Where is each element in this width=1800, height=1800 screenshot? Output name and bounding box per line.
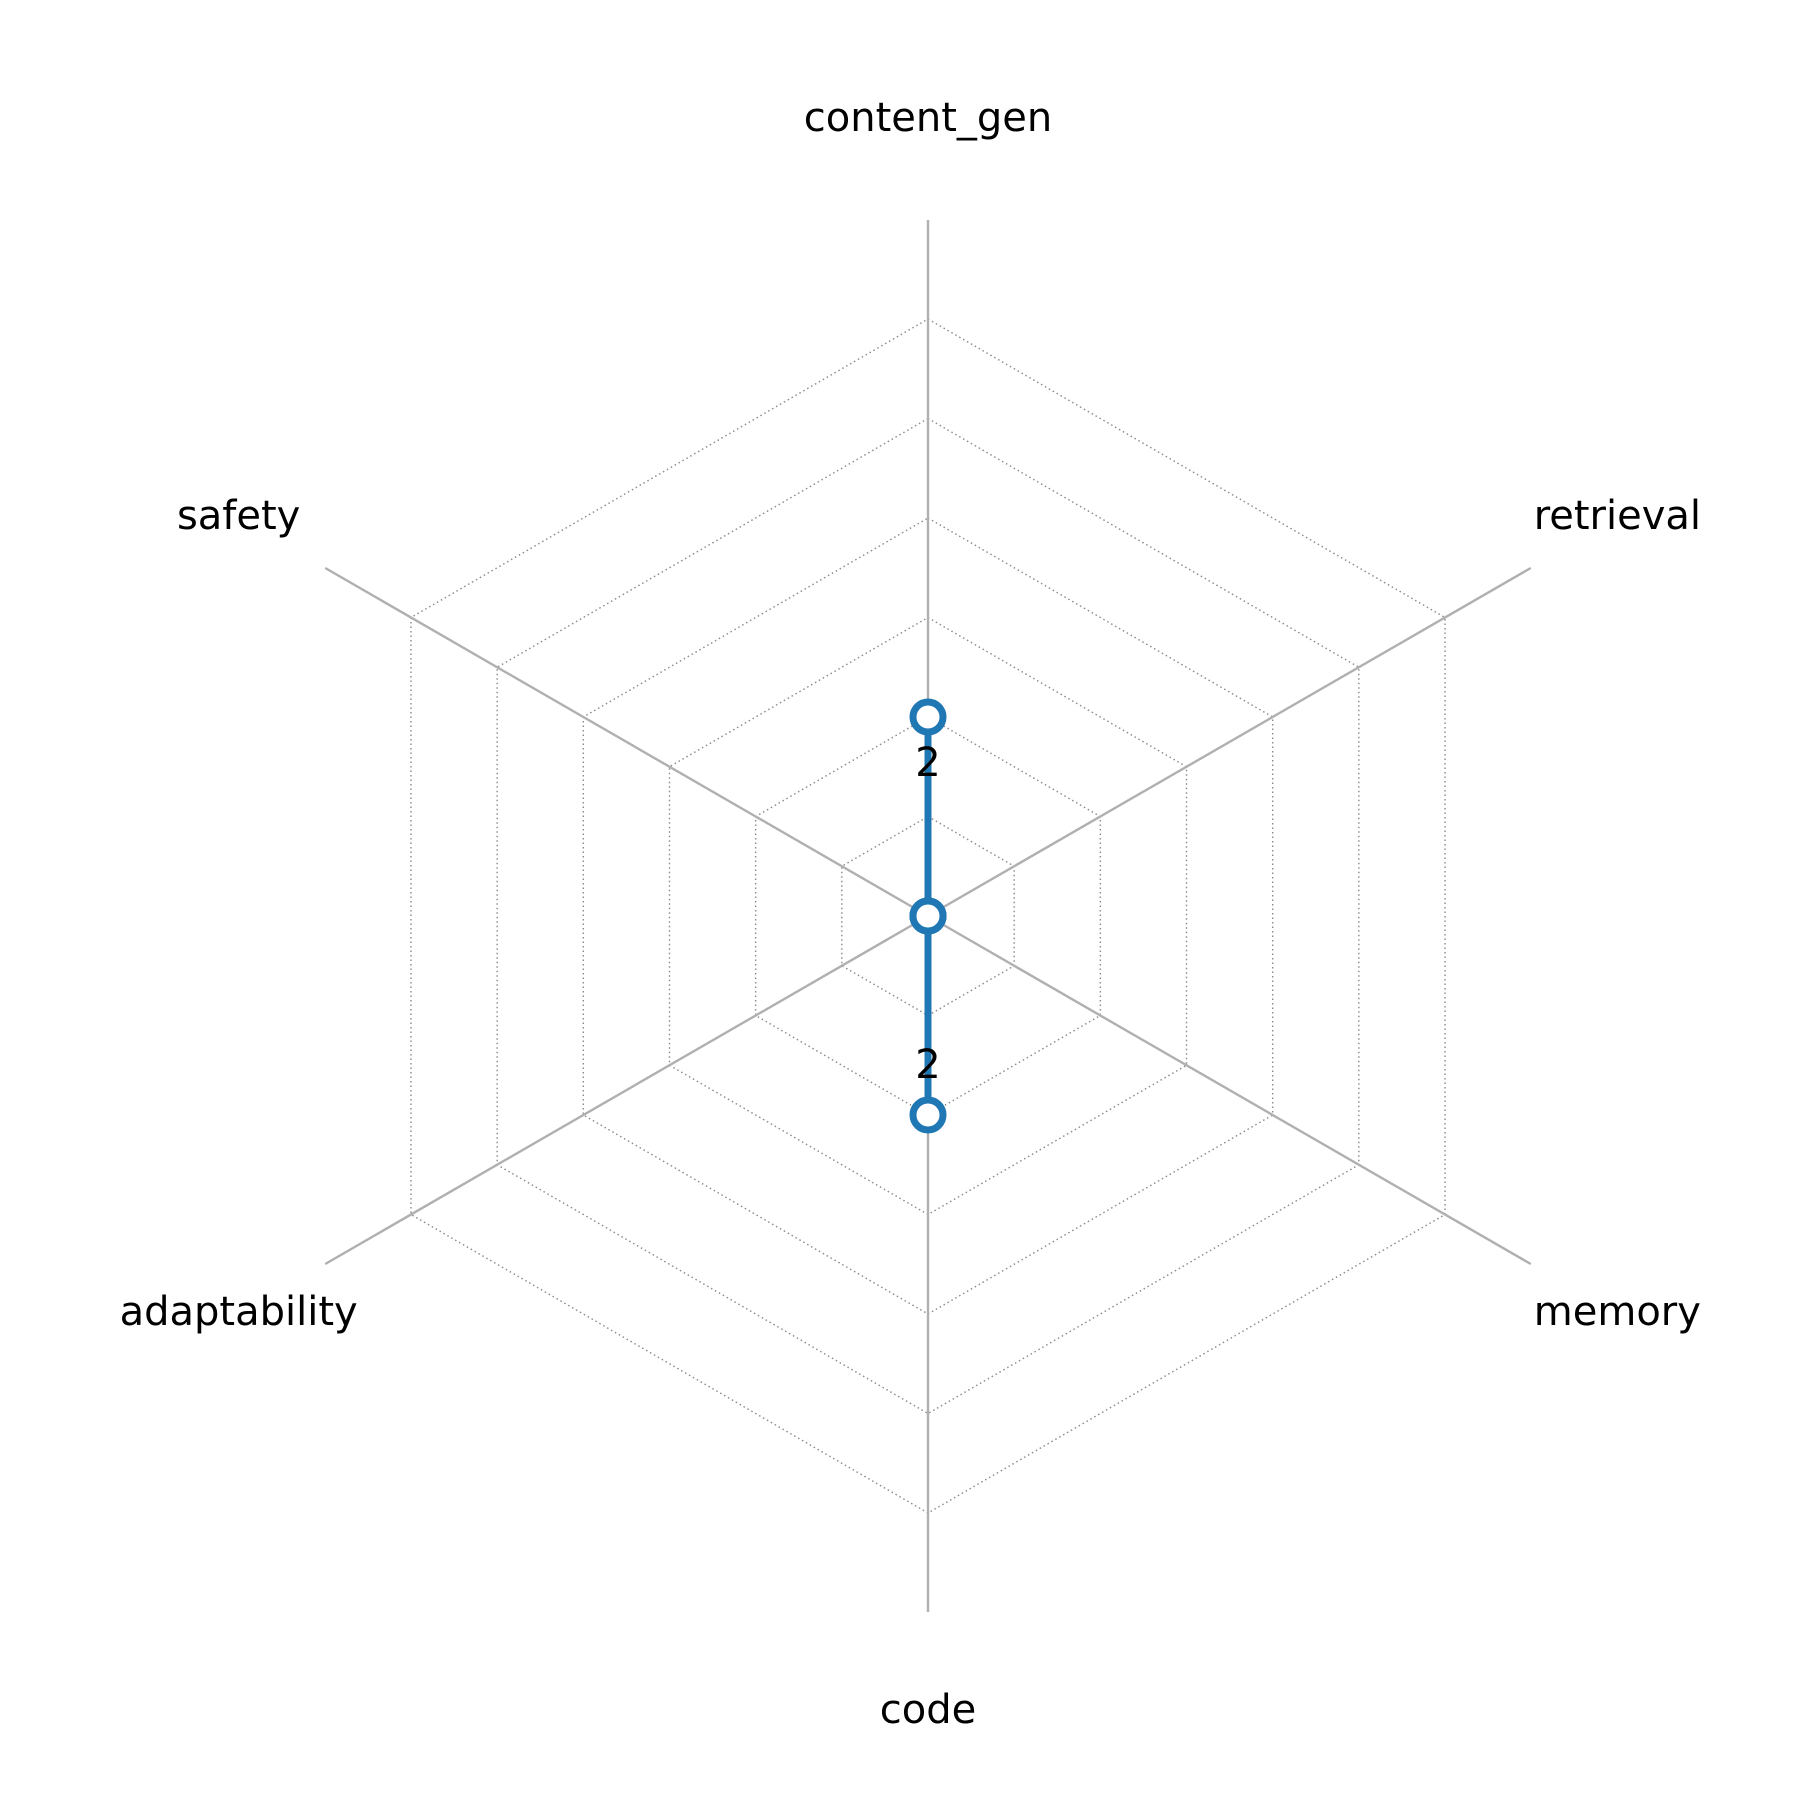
axis-spoke-retrieval (927, 566, 1532, 918)
axis-spoke-adaptability (324, 914, 929, 1266)
category-label-code: code (880, 1687, 976, 1733)
axis-spoke-memory (927, 914, 1532, 1266)
data-label-code: 2 (915, 1042, 940, 1088)
category-label-adaptability: adaptability (120, 1289, 358, 1335)
category-labels: content_gen retrieval memory code adaptabili… (120, 95, 1701, 1733)
category-label-safety: safety (177, 493, 300, 539)
category-label-memory: memory (1534, 1289, 1701, 1335)
data-labels: 22 (915, 740, 940, 1088)
category-label-content_gen: content_gen (804, 95, 1053, 141)
data-point-content_gen (909, 698, 947, 736)
category-label-retrieval: retrieval (1534, 493, 1701, 539)
data-label-content_gen: 2 (915, 740, 940, 786)
axis-spoke-safety (324, 566, 929, 918)
data-point-safety (909, 897, 947, 935)
series-layer (909, 698, 947, 1134)
data-point-code (909, 1096, 947, 1134)
